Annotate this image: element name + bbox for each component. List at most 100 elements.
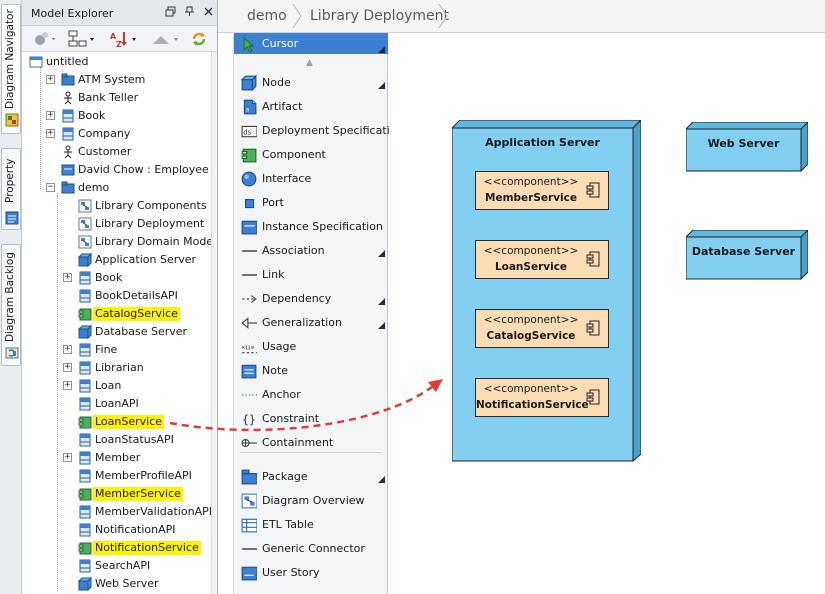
class-icon [78, 289, 92, 303]
tree-item[interactable]: +Fine [22, 341, 216, 359]
component-catalog-service[interactable]: <<component>> CatalogService [475, 309, 609, 348]
tree-item[interactable]: Library Domain Model [22, 233, 216, 251]
palette-item-package[interactable]: Package [234, 466, 388, 488]
tree-item-label: Company [76, 127, 132, 141]
tree-item[interactable]: Library Components [22, 197, 216, 215]
tree-item[interactable]: MemberService [22, 485, 216, 503]
palette-item-component[interactable]: Component [234, 144, 388, 166]
tree-item-label: Member [93, 451, 142, 465]
expand-icon[interactable]: + [63, 345, 72, 354]
expand-icon[interactable]: + [63, 381, 72, 390]
more-options-icon[interactable] [378, 82, 385, 89]
tree-item[interactable]: +Loan [22, 377, 216, 395]
palette-item-node[interactable]: Node [234, 72, 388, 94]
palette-label: Usage [262, 340, 296, 354]
expand-icon[interactable]: + [63, 453, 72, 462]
up-folder-icon[interactable] [150, 30, 182, 48]
breadcrumb-item-diagram[interactable]: Library Deployment [310, 8, 449, 24]
palette-item-anchor[interactable]: Anchor [234, 384, 388, 406]
breadcrumb-item-demo[interactable]: demo [247, 8, 287, 24]
expand-icon[interactable]: + [63, 363, 72, 372]
expand-icon[interactable]: + [46, 75, 55, 84]
tree-item[interactable]: MemberProfileAPI [22, 467, 216, 485]
palette-item-diagram-overview[interactable]: Diagram Overview [234, 490, 388, 512]
more-options-icon[interactable] [378, 322, 385, 329]
more-options-icon[interactable] [378, 250, 385, 257]
palette-item-artifact[interactable]: aArtifact [234, 96, 388, 118]
node-application-server[interactable]: Application Server <<component>> MemberS… [452, 120, 641, 462]
expand-icon[interactable]: + [46, 111, 55, 120]
node-database-server[interactable]: Database Server [686, 230, 808, 280]
palette-item-generic-connector[interactable]: Generic Connector [234, 538, 388, 560]
tree-item[interactable]: −demo [22, 179, 216, 197]
tree-item[interactable]: BookDetailsAPI [22, 287, 216, 305]
new-model-icon[interactable] [32, 30, 58, 48]
sort-icon[interactable]: A Z [108, 30, 140, 48]
tree-item[interactable]: +Librarian [22, 359, 216, 377]
refresh-icon[interactable] [190, 30, 208, 48]
tree-item[interactable]: + Company [22, 125, 216, 143]
tree-item[interactable]: Bank Teller [22, 89, 216, 107]
palette-item-generalization[interactable]: Generalization [234, 312, 388, 334]
more-options-icon[interactable] [378, 46, 385, 53]
palette-item-deployment-specification[interactable]: dsDeployment Specification [234, 120, 388, 142]
component-loan-service[interactable]: <<component>> LoanService [475, 240, 609, 279]
tree-item[interactable]: +ATM System [22, 71, 216, 89]
tab-diagram-backlog[interactable]: Diagram Backlog [1, 244, 21, 366]
tab-diagram-navigator[interactable]: Diagram Navigator [1, 4, 21, 134]
palette-item-instance-specification[interactable]: Instance Specification [234, 216, 388, 238]
tree-item[interactable]: LoanService [22, 413, 216, 431]
palette-item-dependency[interactable]: Dependency [234, 288, 388, 310]
tree-item[interactable]: Web Server [22, 575, 216, 593]
palette-item-user-story[interactable]: User Story [234, 562, 388, 584]
palette-item-association[interactable]: Association [234, 240, 388, 262]
expand-icon[interactable]: + [46, 129, 55, 138]
expand-icon[interactable]: + [63, 273, 72, 282]
breadcrumb-separator-icon [292, 4, 302, 28]
diagram-canvas[interactable]: Application Server <<component>> MemberS… [389, 33, 825, 594]
palette-item-port[interactable]: Port [234, 192, 388, 214]
tree-item[interactable]: +Book [22, 107, 216, 125]
node-web-server[interactable]: Web Server [686, 122, 808, 172]
tree-item-label: MemberValidationAPI [93, 505, 214, 519]
palette-item-etl-table[interactable]: ETL Table [234, 514, 388, 536]
tree-scrollbar[interactable] [211, 52, 217, 594]
tree-item[interactable]: LoanAPI [22, 395, 216, 413]
tree-item[interactable]: + Member [22, 449, 216, 467]
tree-item[interactable]: MemberValidationAPI [22, 503, 216, 521]
palette-item-link[interactable]: Link [234, 264, 388, 286]
palette-item-cursor[interactable]: Cursor [234, 33, 388, 54]
tree-item[interactable]: CatalogService [22, 305, 216, 323]
palette-label: ETL Table [262, 518, 314, 532]
tab-property[interactable]: Property [1, 148, 21, 230]
tree-item[interactable]: NotificationService [22, 539, 216, 557]
tree-item[interactable]: David Chow : Employee [22, 161, 216, 179]
pin-icon[interactable] [183, 6, 196, 19]
palette-item-constraint[interactable]: {}Constraint [234, 408, 388, 430]
tree-item[interactable]: Database Server [22, 323, 216, 341]
interface-icon [241, 171, 257, 187]
component-member-service[interactable]: <<component>> MemberService [475, 171, 609, 210]
palette-item-containment[interactable]: Containment [234, 432, 388, 454]
hierarchy-icon[interactable] [66, 30, 96, 48]
palette-item-note[interactable]: Note [234, 360, 388, 382]
palette-item-interface[interactable]: Interface [234, 168, 388, 190]
tree-item[interactable]: SearchAPI [22, 557, 216, 575]
tree-item[interactable]: Library Deployment [22, 215, 216, 233]
tree-item[interactable]: Application Server [22, 251, 216, 269]
palette-item-usage[interactable]: «u»Usage [234, 336, 388, 358]
tree-item[interactable]: Customer [22, 143, 216, 161]
tree-item[interactable]: NotificationAPI [22, 521, 216, 539]
class-icon [61, 127, 75, 141]
more-options-icon[interactable] [378, 476, 385, 483]
component-notification-service[interactable]: <<component>> NotificationService [475, 378, 609, 417]
palette-label: User Story [262, 566, 320, 580]
tree-item[interactable]: untitled [22, 53, 216, 71]
restore-icon[interactable] [164, 6, 177, 19]
collapse-icon[interactable]: − [46, 183, 55, 192]
close-icon[interactable] [202, 6, 215, 19]
tree-item[interactable]: +Book [22, 269, 216, 287]
more-options-icon[interactable] [378, 298, 385, 305]
tree-item[interactable]: LoanStatusAPI [22, 431, 216, 449]
scroll-up-icon[interactable]: ▲ [306, 58, 313, 68]
